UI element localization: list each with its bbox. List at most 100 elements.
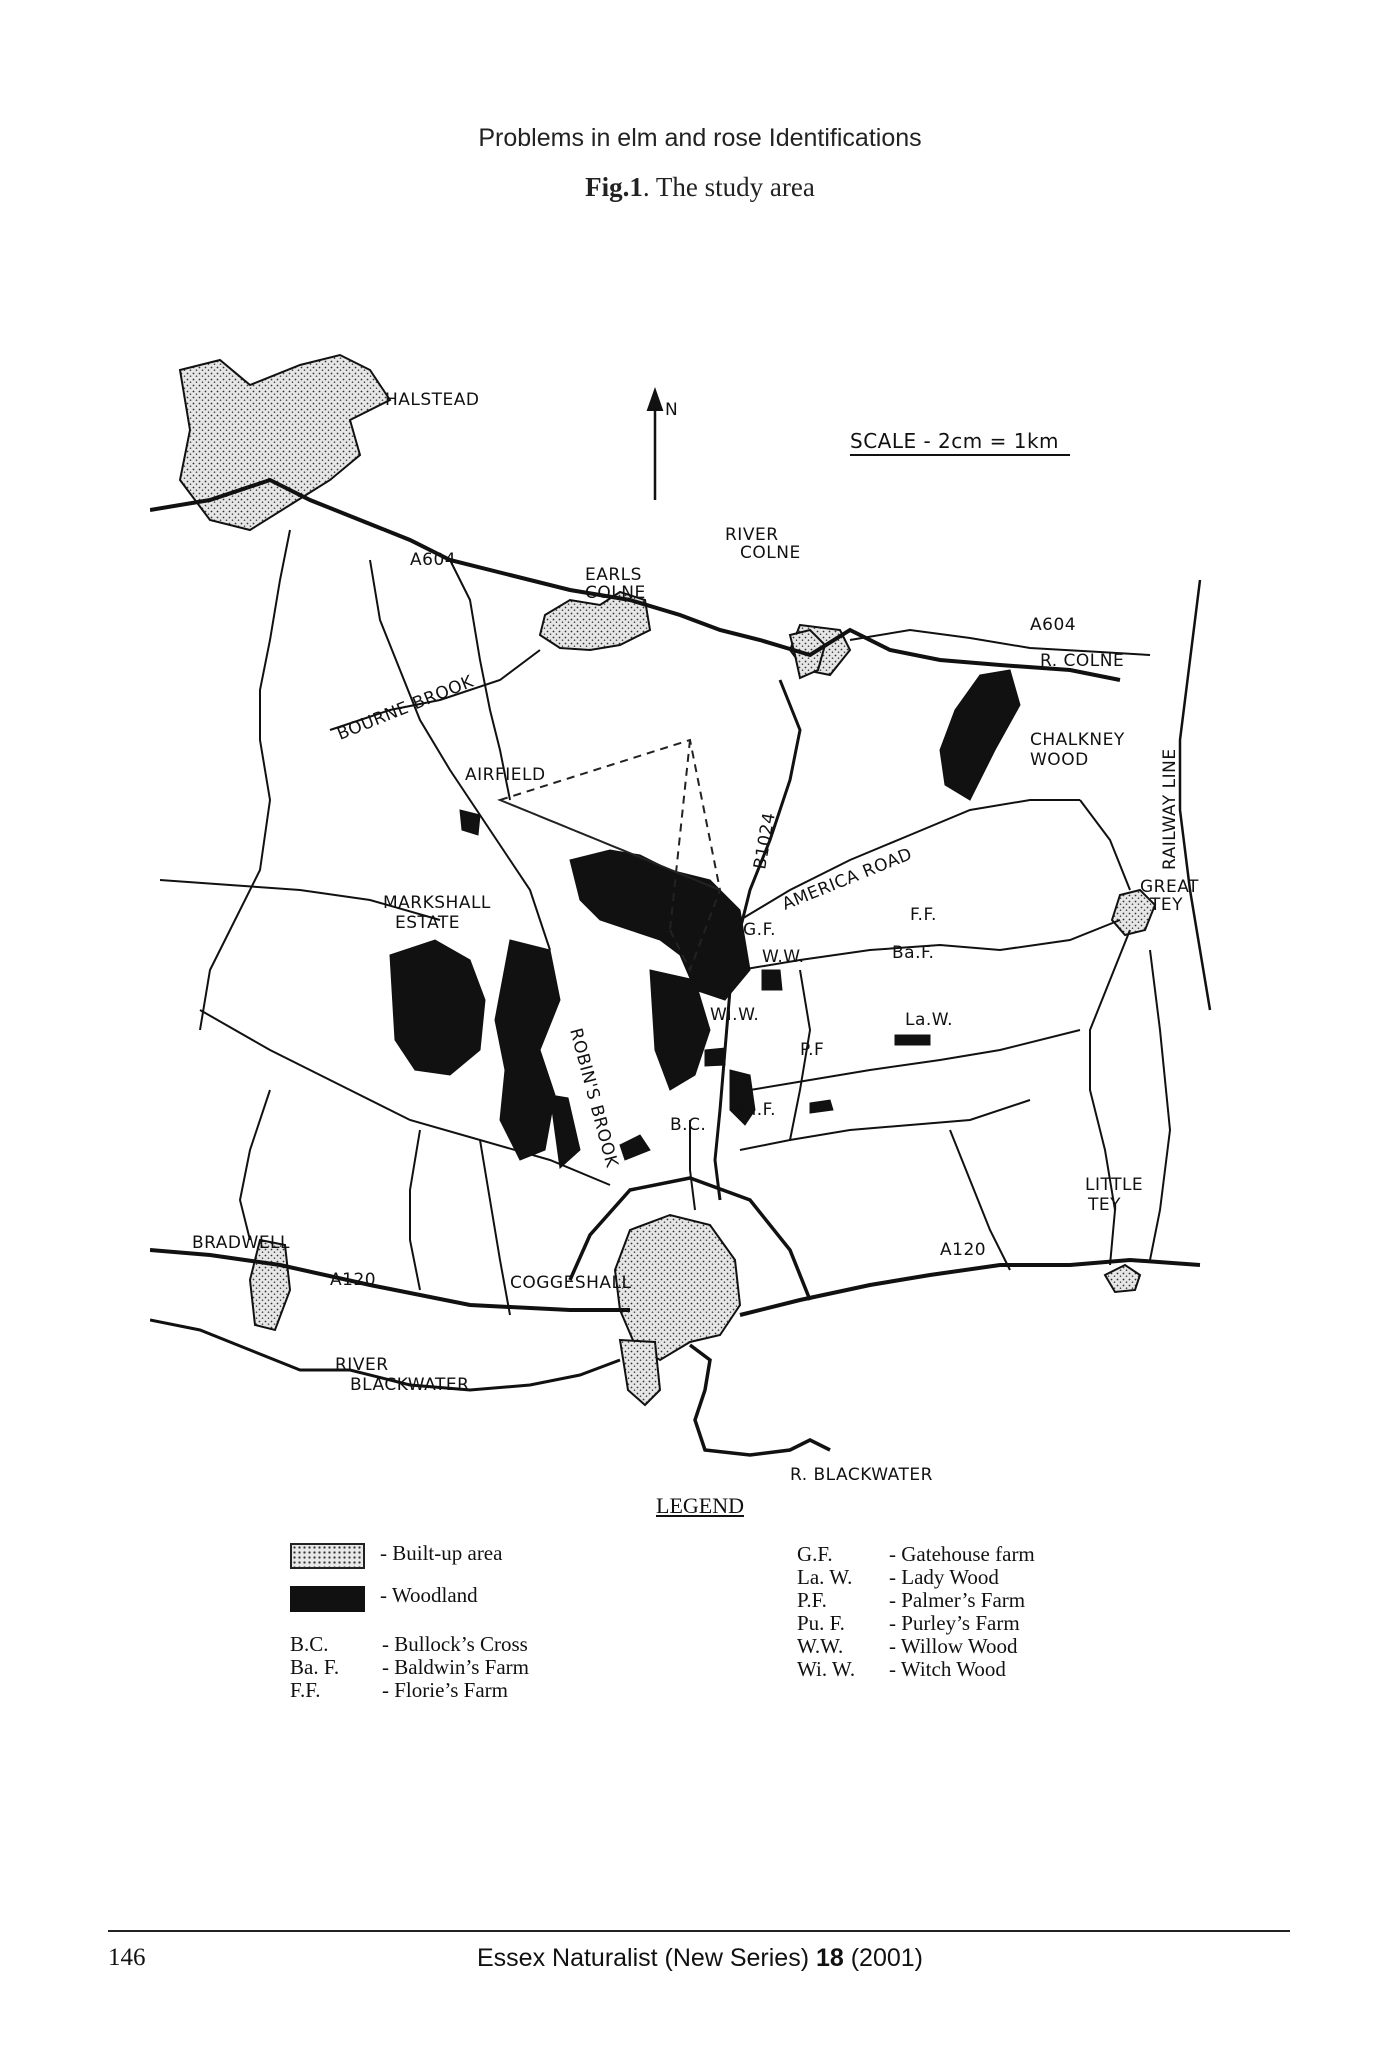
road-centre-north <box>449 559 511 801</box>
label-america-road: AMERICA ROAD <box>779 844 915 914</box>
journal-citation: Essex Naturalist (New Series) 18 (2001) <box>0 1944 1400 1973</box>
markshall-wood-central <box>494 939 561 1161</box>
label-r-colne: R. COLNE <box>1040 651 1124 671</box>
label-airfield: AIRFIELD <box>465 765 546 785</box>
abbr-code: Ba. F. <box>290 1655 340 1679</box>
woodland-legend-label: - Woodland <box>380 1583 478 1607</box>
abbr-desc: - Witch Wood <box>889 1657 1006 1681</box>
study-area-map: HALSTEAD N SCALE - 2cm = 1km A604 RIVER … <box>150 353 1212 1485</box>
abbr-desc: - Lady Wood <box>889 1565 999 1589</box>
woodlands <box>389 669 1021 1170</box>
abbr-row: Ba. F. - Baldwin’s Farm <box>290 1656 529 1679</box>
river-blackwater-east <box>688 1343 831 1457</box>
markshall-wood-north <box>569 849 751 1001</box>
chalkney-wood <box>939 669 1021 801</box>
page-number: 146 <box>108 1944 146 1971</box>
abbr-row: W.W.- Willow Wood <box>797 1635 1035 1658</box>
figure-caption: . The study area <box>642 172 815 202</box>
journal-year: (2001) <box>843 1944 923 1972</box>
road-east-6 <box>1089 929 1131 1266</box>
label-bc: B.C. <box>670 1115 706 1135</box>
great-tey-built-up <box>1110 888 1157 937</box>
coggeshall-south-built-up <box>618 1338 662 1407</box>
label-a604-west: A604 <box>410 550 456 570</box>
label-a120-east: A120 <box>940 1240 986 1260</box>
label-chalkney-wood-2: WOOD <box>1030 750 1089 770</box>
built-up-swatch <box>290 1543 365 1569</box>
label-a120-west: A120 <box>330 1270 376 1290</box>
journal-volume: 18 <box>815 1944 844 1972</box>
abbr-desc: - Bullock’s Cross <box>382 1632 528 1656</box>
america-road <box>739 799 1080 921</box>
markshall-wood-east <box>649 969 711 1091</box>
small-wood-1 <box>459 809 481 836</box>
road-little-tey <box>1149 949 1172 1261</box>
label-earls-colne-2: COLNE <box>585 583 646 603</box>
label-river-blackwater-2: BLACKWATER <box>350 1375 469 1395</box>
road-halstead-coggeshall <box>369 559 551 951</box>
abbr-row: La. W. - Lady Wood <box>797 1566 1035 1589</box>
a120-road <box>150 1248 630 1312</box>
small-wood-5 <box>761 969 783 991</box>
earls-colne-built-up <box>538 590 652 652</box>
road-east-5 <box>1079 799 1131 891</box>
label-pf: P.F <box>800 1040 824 1060</box>
road-south-1 <box>238 1089 271 1241</box>
abbr-desc: - Florie’s Farm <box>382 1678 508 1702</box>
road-halstead-south <box>199 529 291 1031</box>
road-south-2 <box>409 1129 421 1291</box>
label-river-colne-1: RIVER <box>725 525 779 545</box>
bradwell-built-up <box>248 1238 292 1332</box>
abbr-code: W.W. <box>797 1634 844 1658</box>
abbr-desc: - Baldwin’s Farm <box>382 1655 529 1679</box>
label-little-tey-2: TEY <box>1087 1195 1121 1215</box>
label-law: La.W. <box>905 1010 953 1030</box>
abbr-code: La. W. <box>797 1565 853 1589</box>
label-a604-east: A604 <box>1030 615 1076 635</box>
river-blackwater <box>150 1318 621 1392</box>
label-markshall-estate-2: ESTATE <box>395 913 460 933</box>
abbr-desc: - Purley’s Farm <box>889 1611 1020 1635</box>
label-great-tey-1: GREAT <box>1140 877 1199 897</box>
label-river-colne-2: COLNE <box>740 543 801 563</box>
abbr-row: F.F.- Florie’s Farm <box>290 1679 529 1702</box>
road-west-1 <box>199 1009 611 1186</box>
abbr-row: P.F. - Palmer’s Farm <box>797 1589 1035 1612</box>
small-wood-2 <box>809 1099 834 1114</box>
road-east-1 <box>739 919 1121 971</box>
label-b1024: B1024 <box>750 811 780 871</box>
north-arrowhead <box>646 386 664 411</box>
left-abbreviation-list: B.C. - Bullock’s Cross Ba. F. - Baldwin’s … <box>290 1633 529 1702</box>
figure-title: Fig.1. The study area <box>0 172 1400 203</box>
road-pf <box>789 969 812 1141</box>
road-east-2 <box>749 1029 1081 1091</box>
abbr-row: B.C. - Bullock’s Cross <box>290 1633 529 1656</box>
label-wiw: Wi.W. <box>710 1005 759 1025</box>
label-ff: F.F. <box>910 905 937 925</box>
label-great-tey-2: TEY <box>1149 895 1183 915</box>
running-head: Problems in elm and rose Identifications <box>478 124 922 152</box>
abbr-code: P.F. <box>797 1588 827 1612</box>
abbr-row: Pu. F.- Purley’s Farm <box>797 1612 1035 1635</box>
label-coggeshall: COGGESHALL <box>510 1273 632 1293</box>
label-puf: Pu.F. <box>735 1100 776 1120</box>
label-railway-line: RAILWAY LINE <box>1160 748 1180 870</box>
abbr-desc: - Gatehouse farm <box>889 1542 1035 1566</box>
abbr-code: B.C. <box>290 1632 329 1656</box>
label-river-blackwater-1: RIVER <box>335 1355 389 1375</box>
road-west-2 <box>159 879 441 921</box>
abbr-desc: - Palmer’s Farm <box>889 1588 1026 1612</box>
b1024-road <box>713 679 802 1201</box>
label-chalkney-wood-1: CHALKNEY <box>1030 730 1125 750</box>
small-wood-3 <box>704 1047 726 1067</box>
lady-wood <box>894 1034 931 1046</box>
river-colne <box>849 628 1151 656</box>
abbr-code: G.F. <box>797 1542 833 1566</box>
woodland-swatch <box>290 1586 365 1612</box>
label-halstead: HALSTEAD <box>385 390 480 410</box>
road-east-3 <box>739 1099 1031 1151</box>
footer-rule <box>108 1930 1290 1932</box>
small-wood-6 <box>549 1094 581 1170</box>
little-tey-built-up <box>1103 1263 1142 1294</box>
abbr-row: G.F. - Gatehouse farm <box>797 1543 1035 1566</box>
